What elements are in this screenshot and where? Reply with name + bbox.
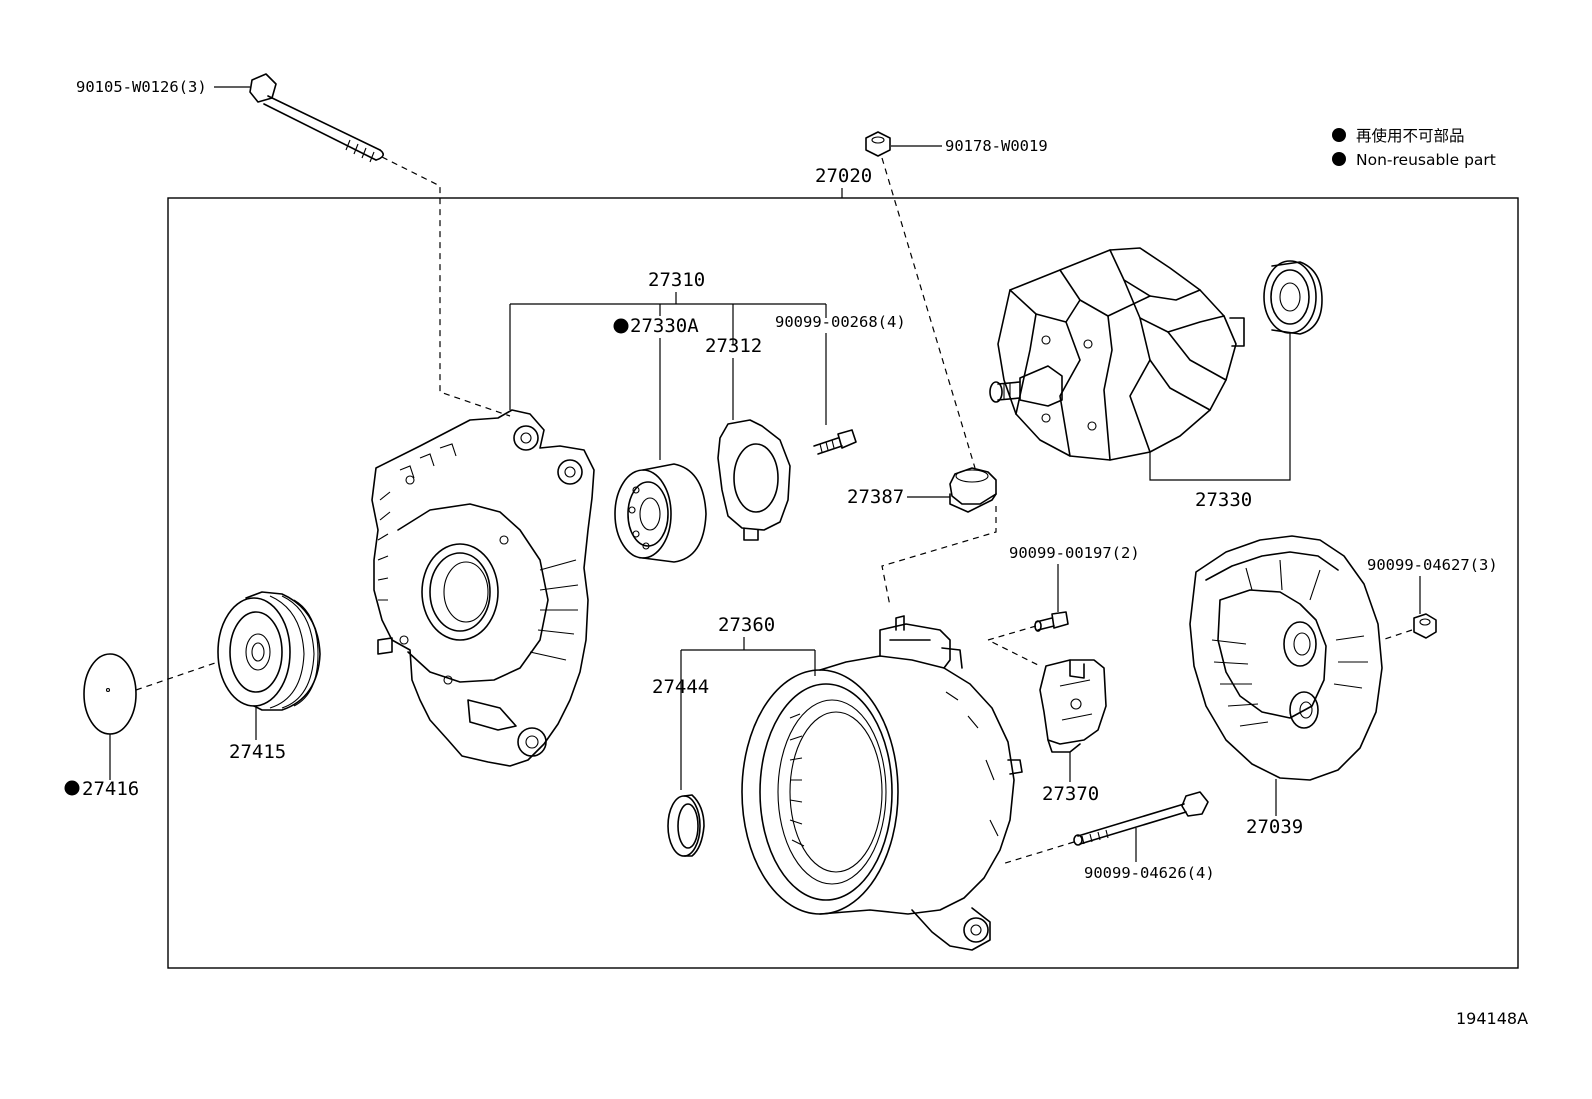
dash-90099-04626: [1001, 841, 1075, 865]
ring-27444: [667, 794, 705, 857]
dash-90099-04627: [1381, 629, 1413, 641]
rear-frame-27360: [741, 615, 1023, 951]
leader-27330: [1149, 333, 1291, 481]
brush-holder-27370: [1039, 659, 1107, 753]
legend-jp-text: 再使用不可部品: [1356, 127, 1465, 145]
pulley-27415: [217, 591, 321, 711]
label-27416[interactable]: 27416: [82, 778, 139, 800]
dash-90105: [381, 156, 511, 417]
non-reusable-dot-icon: [1332, 128, 1346, 142]
dash-27416: [135, 661, 219, 691]
label-90105-w0126[interactable]: 90105-W0126(3): [76, 78, 207, 96]
legend: 再使用不可部品 Non-reusable part: [1332, 127, 1496, 169]
label-27330[interactable]: 27330: [1195, 489, 1252, 511]
assembly-frame: [167, 197, 1519, 969]
label-90099-04627[interactable]: 90099-04627(3): [1367, 556, 1498, 574]
label-27387[interactable]: 27387: [847, 486, 904, 508]
label-90099-00268[interactable]: 90099-00268(4): [775, 313, 906, 331]
bolt-90099-04626: [1073, 791, 1209, 846]
figure-id: 194148A: [1456, 1009, 1528, 1028]
leader-27310: [509, 292, 827, 410]
rotor-27330: [989, 247, 1245, 461]
screw-90099-00197: [1034, 611, 1069, 632]
label-27330a[interactable]: 27330A: [630, 315, 699, 337]
label-27020[interactable]: 27020: [815, 165, 872, 187]
through-bolt-90105: [249, 73, 384, 163]
dash-90178: [881, 157, 976, 469]
nut-90099-04627: [1413, 613, 1437, 639]
drive-end-frame: [371, 409, 595, 767]
label-90099-04626[interactable]: 90099-04626(4): [1084, 864, 1215, 882]
rotor-bearing: [1263, 260, 1323, 335]
label-90099-00197[interactable]: 90099-00197(2): [1009, 544, 1140, 562]
bearing-27330a: [614, 463, 707, 563]
label-27310[interactable]: 27310: [648, 269, 705, 291]
retainer-plate-27312: [717, 419, 791, 541]
label-27444[interactable]: 27444: [652, 676, 709, 698]
label-27370[interactable]: 27370: [1042, 783, 1099, 805]
label-27360[interactable]: 27360: [718, 614, 775, 636]
label-27415[interactable]: 27415: [229, 741, 286, 763]
label-27312[interactable]: 27312: [705, 335, 762, 357]
non-reusable-dot-icon: [1332, 152, 1346, 166]
dash-27387: [881, 506, 997, 607]
non-reusable-dot-icon: [64, 780, 80, 796]
non-reusable-dot-icon: [613, 318, 629, 334]
label-90178-w0019[interactable]: 90178-W0019: [945, 137, 1048, 155]
terminal-insulator-27387: [949, 467, 997, 513]
screw-90099-00268: [813, 429, 857, 455]
label-27039[interactable]: 27039: [1246, 816, 1303, 838]
rear-cover-27039: [1189, 535, 1383, 781]
nut-90178: [865, 131, 891, 157]
leader-27360: [680, 637, 816, 790]
cap-27416: [83, 653, 137, 735]
dash-90099-00197: [986, 625, 1041, 667]
legend-en-text: Non-reusable part: [1356, 151, 1496, 169]
